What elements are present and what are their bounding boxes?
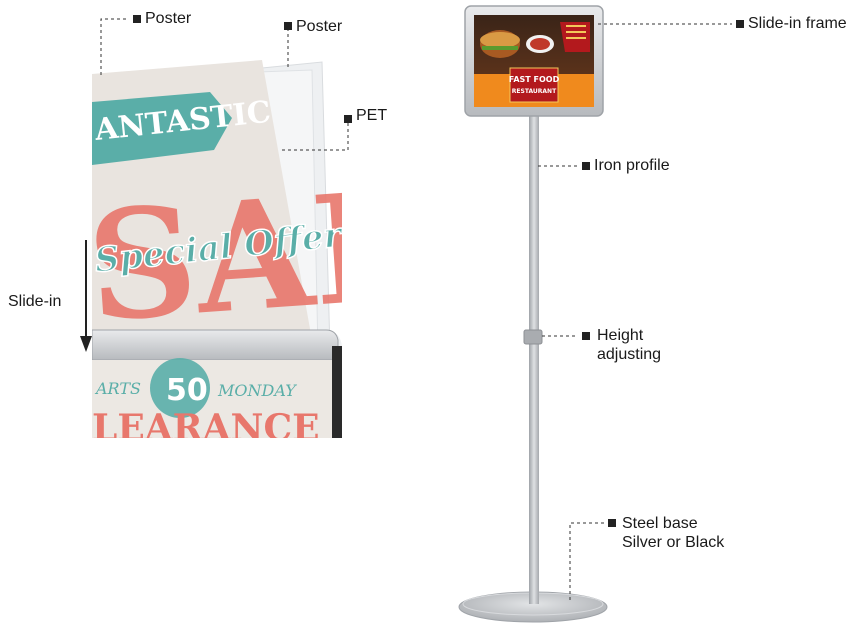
- slide-in-label: Slide-in: [8, 292, 61, 311]
- poster-front-marker: [133, 15, 141, 23]
- poster-closeup: ANTASTIC SALE Special Offer ARTS 50 MOND…: [82, 60, 538, 449]
- footer-left-text: ARTS: [94, 379, 141, 398]
- footer-right-text: MONDAY: [217, 381, 297, 400]
- pet-label: PET: [356, 106, 387, 125]
- poster-back-label: Poster: [296, 17, 342, 36]
- height-adjusting-line1: Height: [597, 326, 727, 345]
- poster-front-label: Poster: [145, 9, 191, 28]
- iron-profile-pole: [529, 114, 539, 604]
- steel-base-line2: Silver or Black: [622, 533, 752, 552]
- steel-base-line1: Steel base: [622, 514, 752, 533]
- footer-badge-text: 50: [166, 373, 208, 408]
- height-adjusting-marker: [582, 332, 590, 340]
- poster-back-marker: [284, 22, 292, 30]
- footer-word-text: LEARANCE: [92, 407, 320, 449]
- ad-line1: FAST FOOD: [509, 75, 560, 84]
- ad-line2: RESTAURANT: [512, 88, 557, 95]
- height-adjusting-collar: [524, 330, 542, 344]
- iron-profile-marker: [582, 162, 590, 170]
- slide-in-frame-label: Slide-in frame: [748, 14, 847, 33]
- slide-in-arrow: [80, 240, 92, 352]
- iron-profile-label: Iron profile: [594, 156, 670, 175]
- steel-base-marker: [608, 519, 616, 527]
- height-adjusting-line2: adjusting: [597, 345, 727, 364]
- slide-in-frame-marker: [736, 20, 744, 28]
- pet-marker: [344, 115, 352, 123]
- stand-illustration: FAST FOOD RESTAURANT: [459, 6, 607, 622]
- height-adjusting-label: Height adjusting: [597, 326, 727, 364]
- steel-base-label: Steel base Silver or Black: [622, 514, 752, 552]
